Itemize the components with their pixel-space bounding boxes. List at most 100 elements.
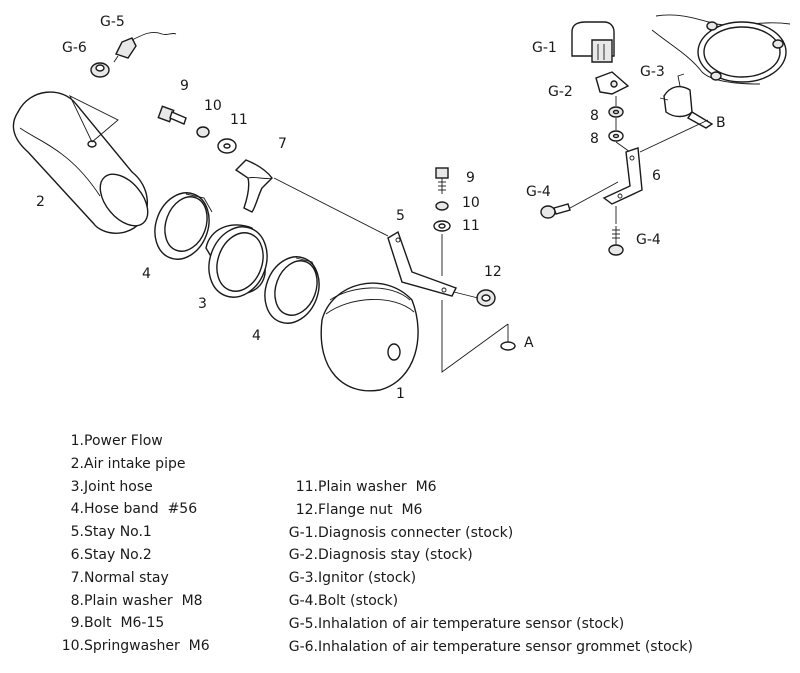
legend-item-text: Hose band #56 (84, 501, 198, 518)
legend-item-text: Inhalation of air temperature sensor (st… (318, 615, 625, 632)
legend-item-text: Normal stay (84, 569, 169, 586)
legend-item: 8. Plain washer M8 (40, 590, 210, 613)
legend-item-text: Plain washer M8 (84, 592, 203, 609)
callout-8-upper: 8 (590, 108, 599, 124)
callout-6: 6 (652, 168, 661, 184)
bolt-m6-middle (435, 167, 449, 194)
power-flow-filter (320, 282, 419, 392)
callout-2: 2 (36, 194, 45, 210)
sensor-grommet (90, 62, 110, 78)
legend-item-text: Flange nut M6 (318, 501, 423, 518)
legend-item-text: Plain washer M6 (318, 479, 437, 495)
legend-item-number: G-5. (288, 615, 318, 632)
exploded-parts-diagram: 2 1 3 4 4 5 6 7 8 8 9 9 10 10 11 11 12 G… (12, 14, 791, 402)
legend-item-text: Springwasher M6 (84, 638, 210, 655)
ignitor (659, 73, 714, 129)
joint-hose (205, 224, 268, 298)
hose-band-1 (154, 192, 213, 260)
legend-item-text: Diagnosis connecter (stock) (318, 524, 514, 541)
legend-item: 4. Hose band #56 (40, 498, 210, 521)
springwasher-middle (435, 201, 449, 211)
diagnosis-connector (571, 21, 615, 63)
callout-g4-left: G-4 (526, 184, 551, 200)
legend-item: 5. Stay No.1 (40, 521, 210, 544)
legend-item-number: 11. (295, 479, 318, 495)
callout-b: B (716, 115, 726, 131)
stock-bolt-horizontal (540, 203, 571, 219)
legend-item-number: 3. (70, 478, 84, 495)
normal-stay (234, 159, 273, 213)
legend-item-number: 7. (70, 569, 84, 586)
legend-item: G-6. Inhalation of air temperature senso… (268, 636, 693, 659)
legend-item: G-5. Inhalation of air temperature senso… (268, 613, 693, 636)
legend-item-text: Inhalation of air temperature sensor gro… (318, 638, 693, 655)
hose-band-2 (264, 256, 320, 324)
callout-g4-bottom: G-4 (636, 232, 661, 248)
callout-3: 3 (198, 296, 207, 312)
legend-item-text: Stay No.2 (84, 546, 152, 563)
legend-item-number: G-3. (288, 570, 318, 587)
chassis-outline (651, 14, 791, 85)
legend-item-text: Bolt (stock) (318, 592, 399, 609)
legend-item-text: Joint hose (84, 478, 153, 495)
legend-item: 2. Air intake pipe (40, 453, 210, 476)
legend-item-number: G-1. (288, 524, 318, 541)
legend-item-number: 5. (70, 524, 84, 541)
callout-4-second: 4 (252, 328, 261, 344)
legend-item: 9. Bolt M6-15 (40, 612, 210, 635)
callout-8-lower: 8 (590, 131, 599, 147)
legend-item: G-4. Bolt (stock) (268, 590, 693, 613)
callout-10-middle: 10 (462, 195, 480, 211)
callout-9-middle: 9 (466, 170, 475, 186)
callout-11-middle: 11 (462, 218, 480, 234)
legend-item-text: Diagnosis stay (stock) (318, 547, 473, 564)
legend-item: 3. Joint hose (40, 476, 210, 499)
legend-item-number: 4. (70, 501, 84, 518)
callout-g1: G-1 (532, 40, 557, 56)
legend-item-number: G-4. (288, 592, 318, 609)
callout-5: 5 (396, 208, 405, 224)
legend-item-text: Ignitor (stock) (318, 570, 417, 587)
callout-4-first: 4 (142, 266, 151, 282)
legend-item: G-2. Diagnosis stay (stock) (268, 544, 693, 567)
callout-g3: G-3 (640, 64, 665, 80)
legend-item: 10. Springwasher M6 (40, 635, 210, 658)
legend-item: 7. Normal stay (40, 567, 210, 590)
bolt-m6-upper (157, 105, 187, 125)
legend-item: 12. Flange nut M6 (268, 499, 693, 522)
legend-item-text: Stay No.1 (84, 524, 152, 541)
legend-item-number: 12. (295, 501, 318, 518)
legend-item-number: G-6. (288, 638, 318, 655)
mount-point-a (500, 341, 516, 351)
legend-item-number: 6. (70, 546, 84, 563)
legend-item-number: G-2. (288, 547, 318, 564)
legend-item-number: 8. (70, 592, 84, 609)
callout-10-upper: 10 (204, 98, 222, 114)
callout-g5: G-5 (100, 14, 125, 30)
callout-a: A (524, 335, 534, 351)
legend-item: 6. Stay No.2 (40, 544, 210, 567)
legend-item: G-1. Diagnosis connecter (stock) (268, 522, 693, 545)
legend-item-text: Bolt M6-15 (84, 615, 165, 632)
callout-g2: G-2 (548, 84, 573, 100)
legend-item-number: 10. (61, 638, 84, 655)
callout-g6: G-6 (62, 40, 87, 56)
legend-item-text: Air intake pipe (84, 455, 186, 472)
legend-item-text: Power Flow (84, 433, 163, 449)
legend-item-number: 1. (70, 433, 84, 449)
stock-bolt-vertical (608, 226, 624, 256)
flange-nut (476, 289, 496, 307)
stay-no-2 (602, 147, 643, 205)
air-intake-pipe (12, 91, 149, 234)
legend-item: 1. Power Flow (40, 430, 210, 453)
legend-item-number: 9. (70, 615, 84, 632)
callout-7: 7 (278, 136, 287, 152)
air-temperature-sensor (113, 31, 177, 63)
callout-1: 1 (396, 386, 405, 402)
callout-9-upper: 9 (180, 78, 189, 94)
legend-item: G-3. Ignitor (stock) (268, 567, 693, 590)
legend-item-number: 2. (70, 455, 84, 472)
stay-no-1 (387, 230, 457, 297)
